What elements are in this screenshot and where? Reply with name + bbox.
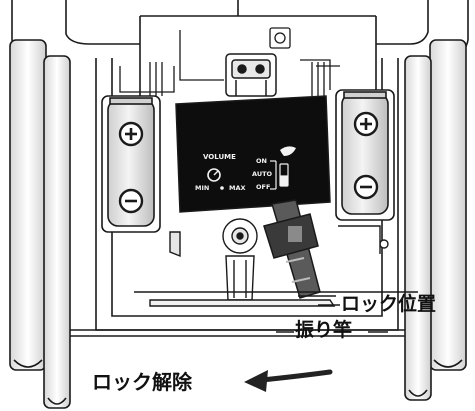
- volume-min-label: MIN: [195, 184, 210, 192]
- right-battery-plus-icon: [353, 111, 379, 137]
- unlock-label: ロック解除: [92, 370, 192, 394]
- unlock-arrow: [244, 369, 333, 392]
- bird-icon: [280, 146, 296, 156]
- mode-on-label: ON: [256, 157, 267, 165]
- right-legs: [404, 39, 467, 401]
- wire-connector: [225, 53, 277, 97]
- mode-auto-label: AUTO: [252, 170, 273, 178]
- volume-max-label: MAX: [229, 184, 246, 192]
- left-legs: [9, 39, 71, 409]
- inner-frame: [119, 27, 340, 96]
- mode-switch: [270, 160, 289, 190]
- control-panel: [175, 95, 331, 213]
- left-battery-plus-icon: [118, 121, 144, 147]
- right-battery-minus-icon: [353, 174, 379, 200]
- volume-label: VOLUME: [203, 153, 236, 161]
- pendulum-rod: [263, 199, 321, 299]
- mode-off-label: OFF: [256, 183, 271, 191]
- base-slot: [134, 291, 418, 307]
- right-battery: [335, 89, 395, 221]
- movement-gear: [169, 218, 389, 301]
- volume-knob-icon: [207, 168, 224, 190]
- lock-position-label: ロック位置: [341, 293, 437, 315]
- left-battery-minus-icon: [118, 188, 144, 214]
- pendulum-label: 振り竿: [295, 319, 353, 341]
- callout-lines: [276, 304, 388, 333]
